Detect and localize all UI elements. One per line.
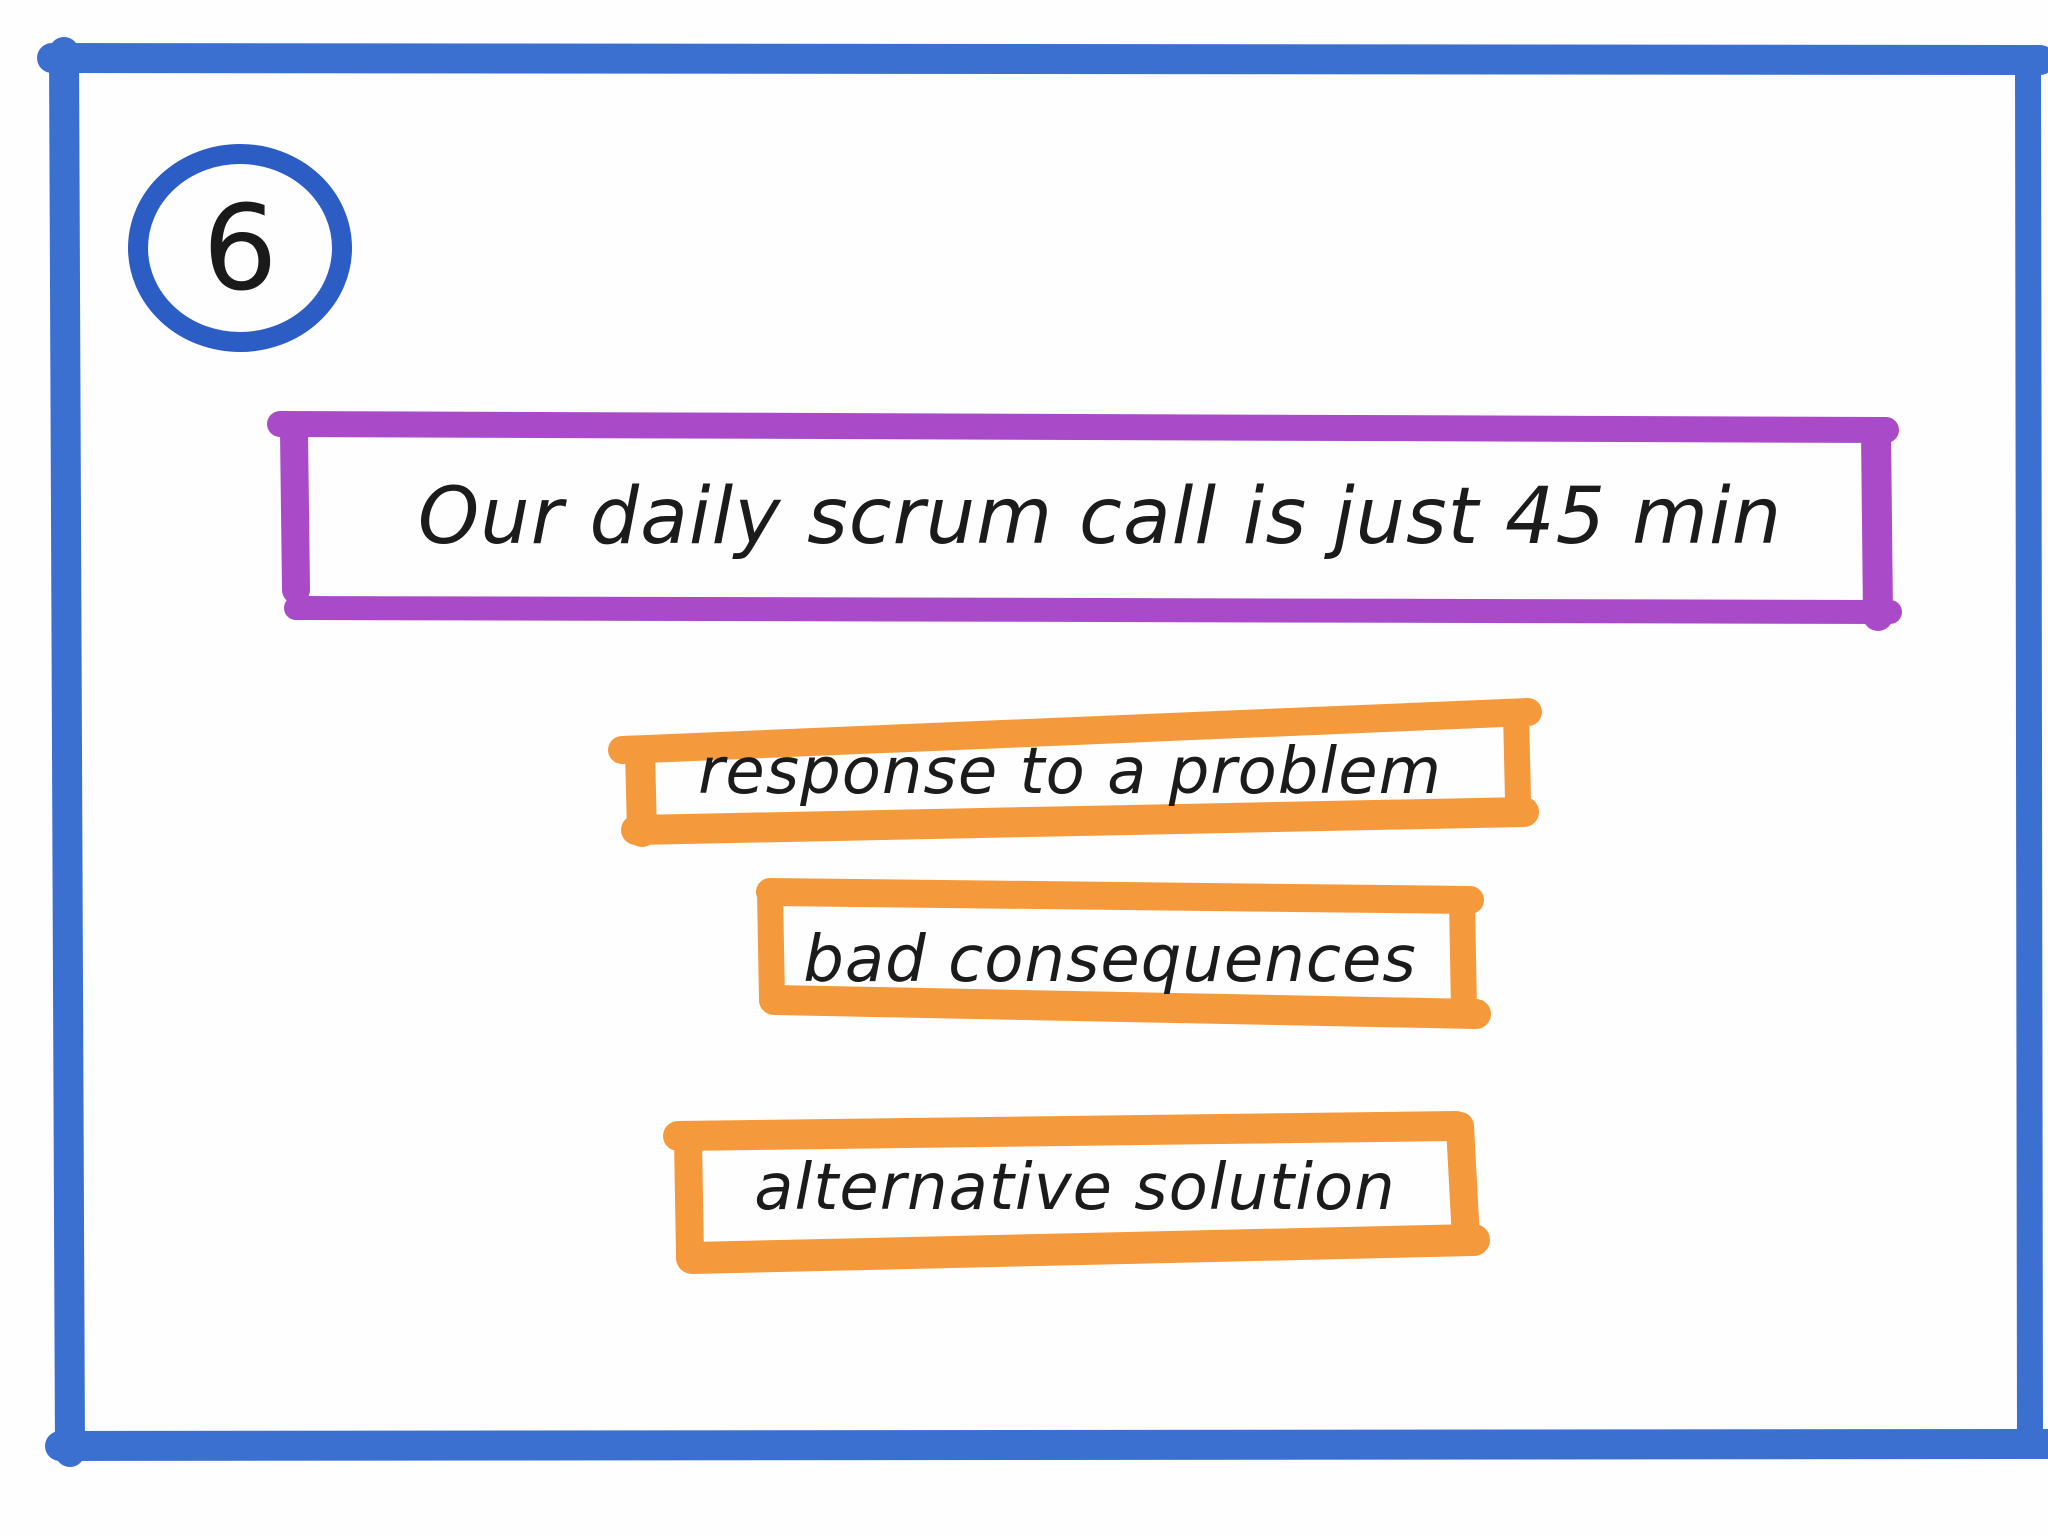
prompt-bad-consequences: bad consequences [803,923,1417,997]
prompt-response-to-problem: response to a problem [698,735,1442,809]
prompt-alternative-solution: alternative solution [754,1151,1396,1225]
prompt-box-3 [663,1111,1490,1274]
prompt-box-2 [756,878,1491,1029]
number-circle [128,144,352,352]
headline-box [267,411,1902,631]
headline-text: Our daily scrum call is just 45 min [417,472,1783,562]
prompt-box-1 [608,698,1542,847]
card-number: 6 [202,179,278,317]
blue-frame [37,37,2048,1467]
